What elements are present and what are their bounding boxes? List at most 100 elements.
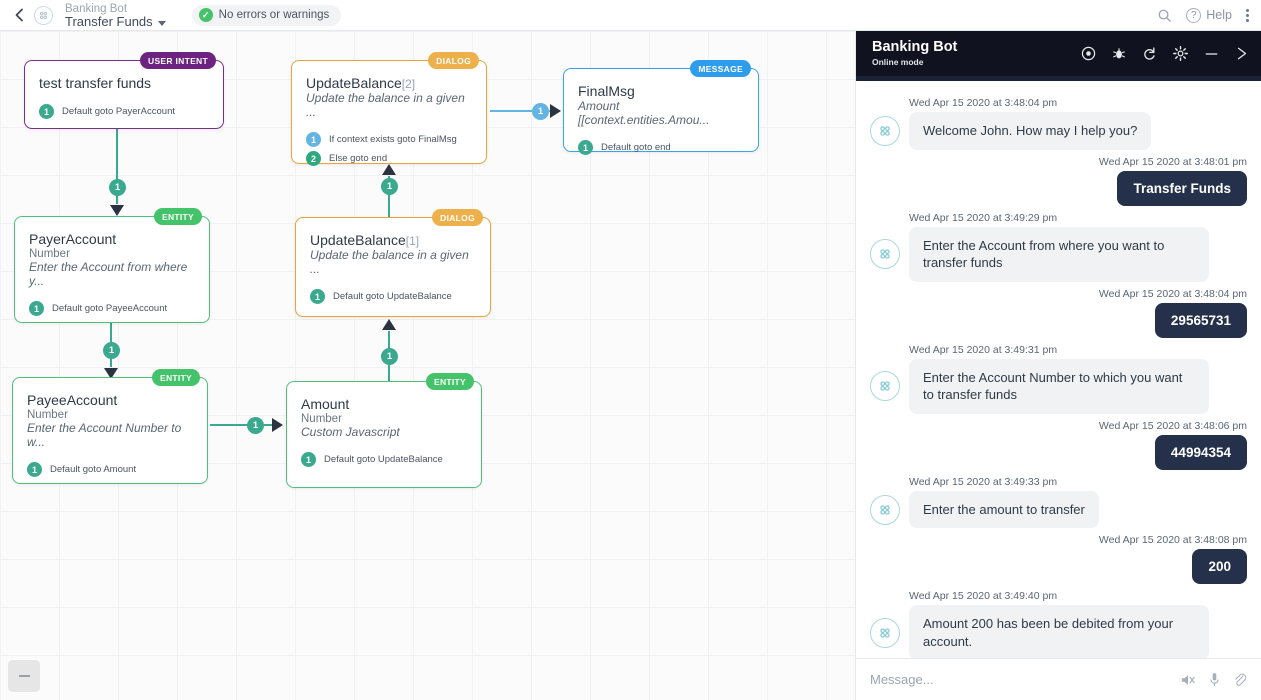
node-amount[interactable]: ENTITY Amount Number Custom Javascript 1…	[286, 373, 482, 488]
chat-header: Banking Bot Online mode	[856, 31, 1261, 76]
bot-message-line: Amount 200 has been be debited from your…	[870, 605, 1247, 658]
wire-badge[interactable]: 1	[103, 342, 120, 359]
user-message-line: 200	[870, 549, 1247, 585]
node-payee-account[interactable]: ENTITY PayeeAccount Number Enter the Acc…	[12, 369, 208, 484]
node-badge: ENTITY	[425, 373, 474, 390]
wire-badge[interactable]: 1	[381, 178, 398, 195]
node-description: Update the balance in a given ...	[310, 248, 469, 276]
user-message-line: Transfer Funds	[870, 170, 1247, 206]
node-badge: ENTITY	[153, 208, 202, 225]
connection-index: 1	[578, 140, 593, 155]
connection-label: Default goto Amount	[50, 464, 137, 475]
bot-glyph-icon	[880, 628, 890, 638]
question-circle-icon: ?	[1186, 7, 1202, 23]
node-title: PayeeAccount	[13, 378, 207, 408]
user-message-bubble: Transfer Funds	[1117, 170, 1247, 206]
connection-row[interactable]: 1 Default goto UpdateBalance	[310, 289, 476, 304]
check-icon: ✓	[198, 8, 213, 22]
bot-glyph-icon	[39, 11, 48, 19]
microphone-icon[interactable]	[1209, 672, 1220, 687]
node-title: UpdateBalance[2]	[292, 61, 486, 91]
node-badge: DIALOG	[428, 52, 479, 69]
node-description: Amount [[context.entities.Amou...	[578, 99, 710, 127]
node-update-balance-1[interactable]: DIALOG UpdateBalance[1] Update the balan…	[295, 209, 491, 317]
back-button[interactable]	[8, 8, 30, 22]
node-title-text: PayeeAccount	[27, 392, 118, 408]
user-message-bubble: 44994354	[1154, 434, 1247, 470]
bot-message-line: Enter the Account Number to which you wa…	[870, 358, 1247, 414]
avatar	[870, 239, 900, 270]
minimize-icon[interactable]	[1204, 47, 1219, 61]
message-timestamp: Wed Apr 15 2020 at 3:48:01 pm	[1098, 155, 1247, 168]
connection-row[interactable]: 1 Default goto UpdateBalance	[301, 452, 467, 467]
help-label: Help	[1206, 8, 1232, 22]
message-item: Wed Apr 15 2020 at 3:48:01 pm Transfer F…	[870, 156, 1247, 206]
refresh-icon[interactable]	[1142, 46, 1157, 61]
speaker-mute-icon[interactable]	[1180, 673, 1196, 687]
search-icon[interactable]	[1157, 8, 1172, 23]
node-description: Enter the Account from where y...	[29, 260, 188, 288]
chat-input-bar[interactable]: Message...	[856, 658, 1261, 700]
record-icon[interactable]	[1081, 46, 1096, 61]
node-connections: 1 Default goto PayerAccount	[25, 91, 223, 129]
chevron-left-icon	[15, 8, 23, 22]
bot-message-bubble: Enter the Account from where you want to…	[909, 226, 1209, 282]
node-title: FinalMsg	[564, 69, 758, 99]
message-item: Wed Apr 15 2020 at 3:49:29 pm Enter the …	[870, 212, 1247, 282]
node-payer-account[interactable]: ENTITY PayerAccount Number Enter the Acc…	[14, 208, 210, 323]
user-message-line: 44994354	[870, 434, 1247, 470]
message-input[interactable]: Message...	[870, 672, 934, 687]
connection-row[interactable]: 1 Default goto Amount	[27, 462, 193, 477]
connection-row[interactable]: 2 Else goto end	[306, 151, 472, 166]
flow-canvas[interactable]: 1 1 1 1 1 1 USER INTENT test transfer fu…	[0, 31, 855, 700]
message-timestamp: Wed Apr 15 2020 at 3:48:06 pm	[1098, 419, 1247, 432]
gear-icon[interactable]	[1173, 46, 1188, 61]
paperclip-icon[interactable]	[1233, 672, 1247, 687]
node-title-text: PayerAccount	[29, 231, 117, 247]
node-connections: 1 Default goto UpdateBalance	[296, 276, 490, 314]
connection-index: 1	[27, 462, 42, 477]
status-badge: ✓ No errors or warnings	[191, 4, 342, 26]
connection-index: 1	[301, 452, 316, 467]
message-timestamp: Wed Apr 15 2020 at 3:48:08 pm	[1098, 534, 1247, 547]
breadcrumb-current-dropdown[interactable]: Transfer Funds	[65, 15, 166, 29]
breadcrumb-parent[interactable]: Banking Bot	[65, 2, 128, 15]
bot-message-line: Enter the amount to transfer	[870, 490, 1247, 529]
zoom-out-button[interactable]	[8, 660, 40, 692]
bot-glyph-icon	[880, 381, 890, 391]
top-bar-actions: ? Help	[1157, 7, 1261, 23]
node-type: Number	[29, 248, 70, 260]
kebab-menu-icon[interactable]	[1246, 8, 1249, 22]
node-test-transfer-funds[interactable]: USER INTENT test transfer funds 1 Defaul…	[24, 52, 224, 129]
connection-row[interactable]: 1 Default goto end	[578, 140, 744, 155]
node-index: [2]	[401, 77, 416, 91]
node-badge: USER INTENT	[140, 52, 216, 69]
user-message-bubble: 200	[1192, 549, 1247, 585]
wire-badge[interactable]: 1	[247, 417, 264, 434]
wire-badge[interactable]: 1	[109, 179, 126, 196]
avatar	[870, 371, 900, 402]
node-final-msg[interactable]: MESSAGE FinalMsg Amount [[context.entiti…	[563, 60, 759, 155]
connection-row[interactable]: 1 Default goto PayerAccount	[39, 104, 209, 119]
bot-message-bubble: Enter the Account Number to which you wa…	[909, 358, 1209, 414]
user-message-bubble: 29565731	[1154, 302, 1247, 338]
message-timestamp: Wed Apr 15 2020 at 3:49:33 pm	[909, 475, 1058, 488]
bot-glyph-icon	[880, 504, 890, 515]
node-update-balance-2[interactable]: DIALOG UpdateBalance[2] Update the balan…	[291, 52, 487, 166]
close-icon[interactable]	[1235, 46, 1249, 61]
bug-icon[interactable]	[1112, 46, 1126, 61]
connection-row[interactable]: 1 If context exists goto FinalMsg	[306, 132, 472, 147]
node-connections: 1 Default goto UpdateBalance	[287, 439, 481, 477]
node-type: Number	[301, 413, 342, 425]
connection-index: 1	[29, 301, 44, 316]
wire-badge[interactable]: 1	[532, 103, 549, 120]
node-connections: 1 If context exists goto FinalMsg 2 Else…	[292, 119, 486, 176]
wire-badge[interactable]: 1	[381, 348, 398, 365]
connection-row[interactable]: 1 Default goto PayeeAccount	[29, 301, 195, 316]
chat-message-list[interactable]: Wed Apr 15 2020 at 3:48:04 pm Welcome Jo…	[856, 81, 1261, 658]
node-title-text: FinalMsg	[578, 83, 635, 99]
bot-message-bubble: Welcome John. How may I help you?	[909, 112, 1152, 150]
chat-title-block: Banking Bot Online mode	[872, 39, 957, 67]
help-button[interactable]: ? Help	[1186, 7, 1232, 23]
message-item: Wed Apr 15 2020 at 3:49:33 pm Enter the …	[870, 476, 1247, 529]
